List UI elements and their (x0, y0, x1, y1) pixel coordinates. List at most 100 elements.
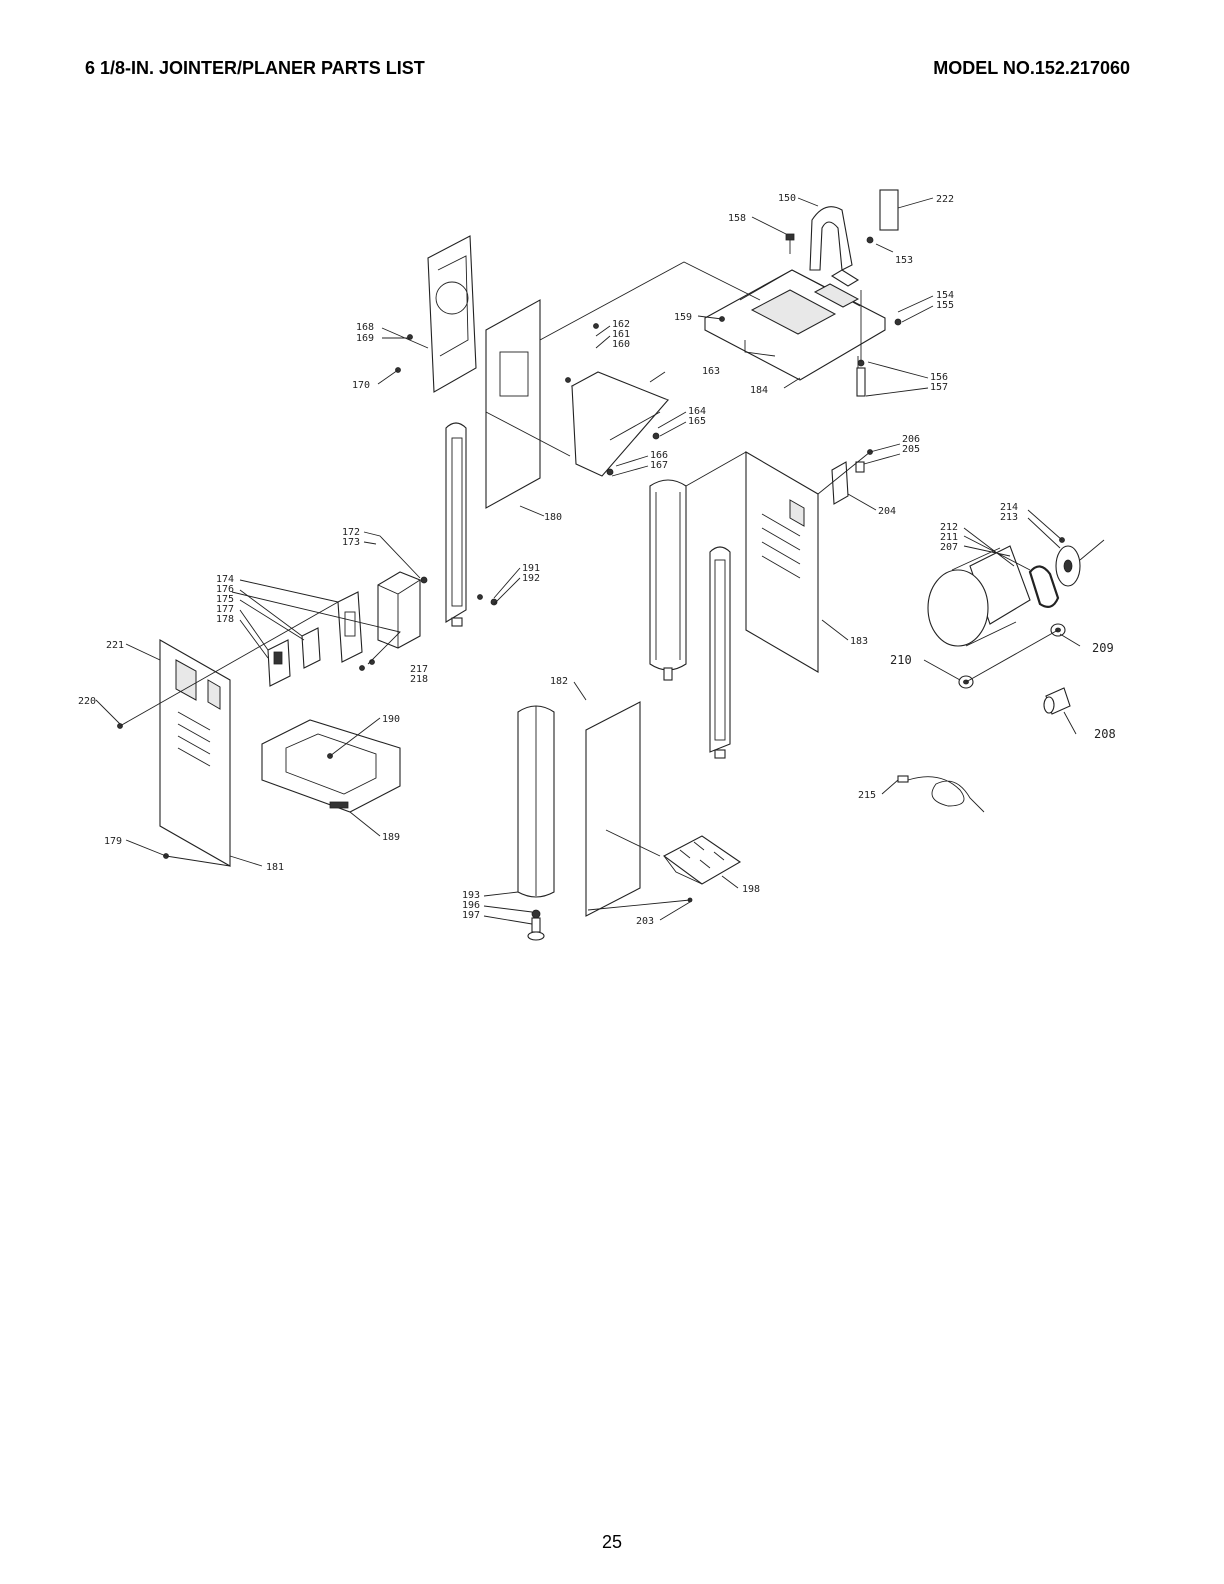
callout-191: 191 (522, 563, 540, 574)
callout-163: 163 (702, 366, 720, 377)
callout-214: 214 (1000, 502, 1018, 513)
motor-207 (927, 545, 1031, 647)
foot-197 (527, 909, 545, 941)
door-panel-183 (745, 451, 819, 673)
callout-196: 196 (462, 900, 480, 911)
callout-204: 204 (878, 506, 896, 517)
callout-155: 155 (936, 300, 954, 311)
callout-193: 193 (462, 890, 480, 901)
callout-179: 179 (104, 836, 122, 847)
cap-208 (1043, 687, 1071, 715)
front-panel-181 (159, 639, 231, 867)
page-title: 6 1/8-IN. JOINTER/PLANER PARTS LIST (85, 58, 425, 78)
callout-160: 160 (612, 339, 630, 350)
belt-211 (1028, 565, 1060, 608)
callout-157: 157 (930, 382, 948, 393)
callout-220: 220 (78, 696, 96, 707)
nut-165 (652, 432, 660, 440)
callout-205: 205 (902, 444, 920, 455)
page-number: 25 (601, 1532, 623, 1552)
callout-161: 161 (612, 329, 630, 340)
leg-cylinder-center (649, 479, 687, 681)
page-header: 6 1/8-IN. JOINTER/PLANER PARTS LIST MODE… (0, 58, 1224, 82)
screw-153 (866, 236, 874, 244)
callout-176: 176 (216, 584, 234, 595)
callout-174: 174 (216, 574, 234, 585)
switch-plate-174 (337, 591, 363, 663)
assembly-lines (119, 261, 1059, 911)
dust-chute-168 (427, 235, 477, 393)
callout-158: 158 (728, 213, 746, 224)
callout-208: 208 (1094, 727, 1116, 741)
power-cord-215 (897, 775, 985, 813)
callout-182: 182 (550, 676, 568, 687)
callout-167: 167 (650, 460, 668, 471)
callout-180: 180 (544, 512, 562, 523)
callout-218: 218 (410, 674, 428, 685)
chute-bracket-163 (570, 371, 670, 477)
callout-168: 168 (356, 322, 374, 333)
nut-155 (894, 318, 902, 326)
callout-183: 183 (850, 636, 868, 647)
callout-169: 169 (356, 333, 374, 344)
callout-153: 153 (895, 255, 913, 266)
callout-212: 212 (940, 522, 958, 533)
callout-181: 181 (266, 862, 284, 873)
callout-177: 177 (216, 604, 234, 615)
callout-170: 170 (352, 380, 370, 391)
callout-175: 175 (216, 594, 234, 605)
callout-154: 154 (936, 290, 954, 301)
pulley-213 (1055, 539, 1105, 587)
callout-213: 213 (1000, 512, 1018, 523)
callout-207: 207 (940, 542, 958, 553)
callout-215: 215 (858, 790, 876, 801)
chip-deflector-198 (662, 835, 742, 885)
nut-192 (490, 598, 498, 606)
switch-176 (301, 627, 321, 669)
screw-169 (407, 334, 413, 340)
screw-162 (565, 377, 571, 383)
table-plate-184 (704, 269, 886, 381)
callout-192: 192 (522, 573, 540, 584)
callout-217: 217 (410, 664, 428, 675)
callout-150: 150 (778, 193, 796, 204)
callout-166: 166 (650, 450, 668, 461)
bottom-tray-189 (261, 719, 401, 813)
leg-193 (517, 705, 555, 898)
callout-173: 173 (342, 537, 360, 548)
callout-222: 222 (936, 194, 954, 205)
callout-198: 198 (742, 884, 760, 895)
callout-159: 159 (674, 312, 692, 323)
callout-178: 178 (216, 614, 234, 625)
callout-172: 172 (342, 527, 360, 538)
callout-203: 203 (636, 916, 654, 927)
switch-box-172 (377, 571, 428, 649)
callout-165: 165 (688, 416, 706, 427)
model-number: MODEL NO.152.217060 (933, 58, 1130, 78)
nut-167 (606, 468, 614, 476)
callout-210: 210 (890, 653, 912, 667)
switch-key-178 (267, 639, 291, 687)
callout-leaders (95, 197, 1081, 925)
label-222 (879, 189, 899, 231)
motor-bracket-150 (809, 206, 860, 287)
callout-156: 156 (930, 372, 948, 383)
screw-160 (593, 323, 599, 329)
back-panel-180 (485, 299, 541, 509)
callout-164: 164 (688, 406, 706, 417)
callout-197: 197 (462, 910, 480, 921)
bolt-158 (785, 233, 795, 254)
screw-191 (477, 594, 483, 600)
leg-channel-right (709, 546, 731, 759)
leg-channel-left (445, 422, 467, 627)
callout-189: 189 (382, 832, 400, 843)
callout-221: 221 (106, 640, 124, 651)
callout-211: 211 (940, 532, 958, 543)
callout-labels: 150 158 222 153 154 155 159 156 157 184 … (78, 193, 1116, 927)
callout-162: 162 (612, 319, 630, 330)
screw-218 (359, 665, 365, 671)
motor-plate-204 (831, 449, 873, 505)
side-panel-182 (585, 701, 641, 917)
callout-206: 206 (902, 434, 920, 445)
